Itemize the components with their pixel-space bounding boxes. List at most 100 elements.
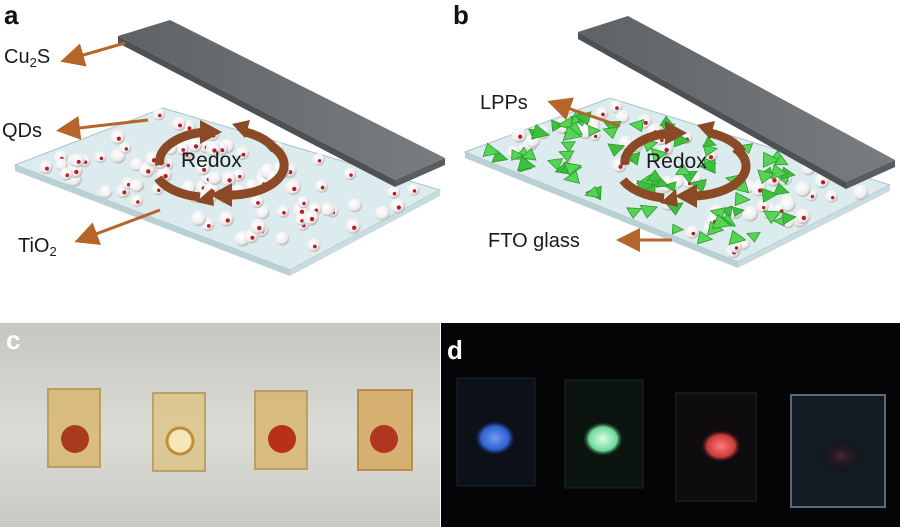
lpp-particle — [628, 118, 645, 133]
lpp-particle — [674, 163, 691, 176]
lpp-particle — [746, 231, 761, 243]
qd-dot — [181, 148, 186, 152]
panel-a-redox-label: Redox — [181, 149, 242, 172]
qd-dot — [349, 173, 353, 177]
lpp-particle — [711, 214, 732, 230]
lpp-particle — [757, 169, 776, 185]
qd-dot — [65, 173, 70, 178]
qd-dot — [615, 106, 619, 110]
lpp-particle — [584, 185, 601, 199]
sample-c2 — [152, 392, 206, 472]
qd-dot — [156, 188, 161, 193]
qd-dot — [320, 185, 325, 190]
lpp-particle — [731, 206, 746, 218]
qd-dot — [187, 126, 192, 131]
lpp-particle — [626, 207, 643, 219]
cu2s-arrow — [60, 41, 126, 67]
qd-dot — [830, 195, 835, 200]
sample-d3 — [675, 392, 757, 502]
qd-dot — [202, 167, 207, 172]
lpp-particle — [588, 124, 602, 137]
panel-b-redox-cycle-icon — [619, 121, 751, 208]
qd-dot — [146, 169, 151, 174]
panel-b-letter: b — [453, 0, 469, 30]
qds-arrow — [56, 116, 149, 140]
qd-dot — [309, 216, 315, 222]
tio2-particle — [255, 205, 270, 220]
qd-dot — [185, 153, 189, 157]
qd-dot — [282, 210, 286, 215]
panel-b-electrode — [578, 16, 895, 189]
lpp-particle — [645, 169, 664, 182]
qd-dot — [392, 191, 397, 196]
tio2-particle — [99, 185, 113, 199]
fto-glass-label: FTO glass — [488, 230, 580, 252]
qd-dot — [238, 174, 242, 179]
lpp-particle — [772, 182, 790, 196]
qd-dot — [292, 186, 297, 192]
lpp-particle — [698, 158, 716, 174]
lpp-particle — [770, 164, 789, 180]
qd-dot — [206, 223, 211, 228]
qd-dot — [45, 166, 49, 171]
lpp-particle — [734, 191, 751, 207]
qd-dot — [820, 180, 826, 185]
qd-dot — [227, 178, 232, 183]
qd-dot — [257, 225, 262, 231]
sample-c1 — [47, 388, 101, 468]
panel-d-samples — [456, 377, 886, 508]
qd-dot — [810, 194, 815, 199]
lpp-particle — [762, 151, 781, 168]
tio2-particle — [347, 198, 362, 213]
lpp-particle — [517, 155, 537, 172]
lpp-particle — [696, 230, 714, 245]
qd-dot — [757, 188, 763, 193]
lpp-particle — [551, 119, 566, 132]
qd-dot — [116, 136, 121, 141]
qd-dot — [618, 164, 623, 169]
qd-dot — [801, 215, 807, 221]
qd-dot — [396, 205, 401, 210]
qd-dot — [76, 159, 81, 164]
tio2-particle — [375, 205, 391, 221]
lpps-arrow — [547, 97, 621, 128]
lpp-particle — [547, 158, 564, 171]
tio2-particle — [191, 211, 207, 227]
lpp-particle — [655, 177, 670, 188]
panel-b-redox-label: Redox — [646, 150, 707, 173]
sample-d1 — [456, 377, 536, 487]
lpp-particle — [728, 229, 747, 246]
qd-dot — [734, 246, 739, 250]
diagram-artwork — [13, 16, 895, 276]
panel-d-letter: d — [447, 335, 463, 365]
tio2-label: TiO2 — [18, 235, 57, 259]
lpp-particle — [781, 211, 797, 225]
lpp-particle — [607, 143, 626, 157]
lpp-particle — [702, 144, 718, 157]
lpp-particle — [562, 125, 583, 142]
lpp-particle — [511, 149, 525, 161]
qds-label: QDs — [2, 120, 42, 142]
lpp-particle — [719, 205, 733, 218]
qd-dot — [212, 148, 217, 153]
lpp-particle — [563, 162, 582, 177]
qd-dot — [300, 219, 304, 223]
lpp-particle — [671, 223, 685, 235]
sample-c4 — [357, 389, 413, 471]
lpp-particle — [773, 154, 789, 166]
qd-dot — [302, 201, 306, 206]
qd-dot — [352, 225, 357, 230]
qd-dot — [124, 147, 129, 151]
tio2-particle — [208, 171, 222, 186]
lpp-particle — [761, 187, 779, 203]
qd-dot — [518, 134, 523, 139]
lpps-label: LPPs — [480, 92, 528, 114]
qd-dot — [163, 174, 168, 179]
qd-dot — [643, 120, 648, 125]
qd-dot — [74, 169, 79, 175]
qd-dot — [761, 205, 766, 210]
lpp-particle — [558, 150, 575, 163]
cu2s-label: Cu2S — [4, 46, 51, 70]
qd-dot — [225, 218, 230, 223]
qd-dot — [708, 155, 714, 160]
